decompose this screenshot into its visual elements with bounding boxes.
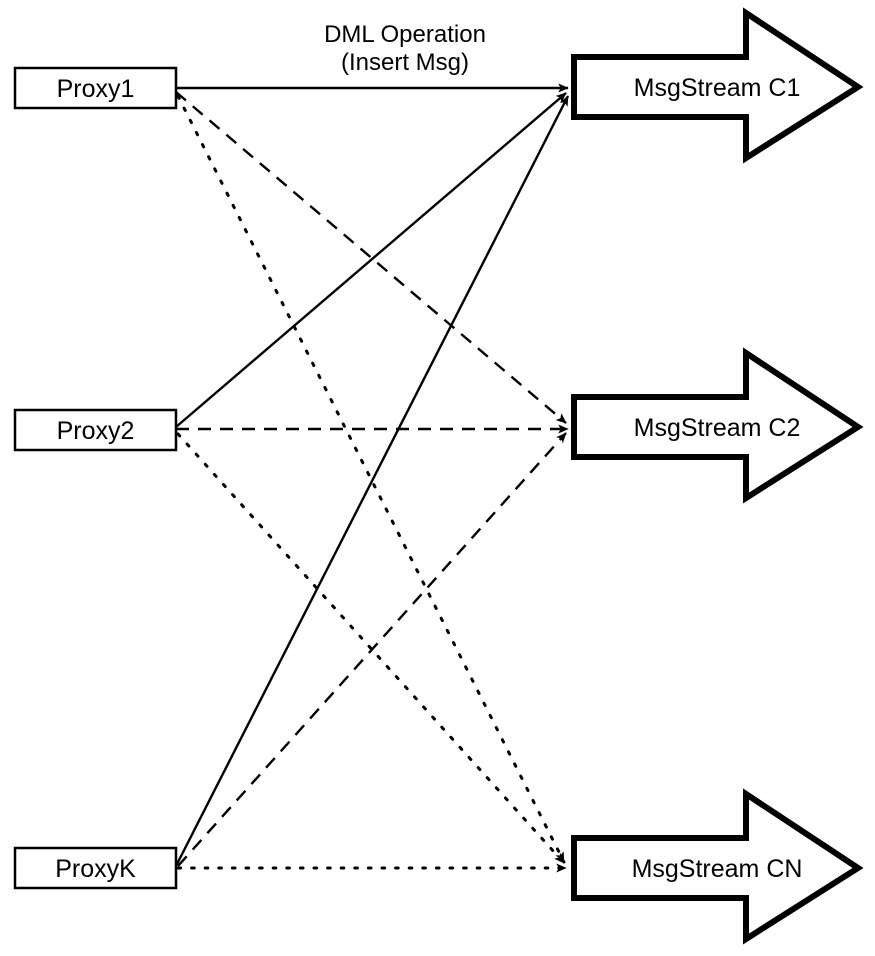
stream-node-c2[interactable]: MsgStream C2 [571, 347, 864, 504]
proxy-box [13, 846, 178, 890]
edge-pk-c2 [177, 432, 567, 867]
edge-line-dashed [175, 91, 567, 424]
proxy-node-proxy2[interactable]: Proxy2 [13, 408, 178, 452]
proxy-label: Proxy2 [57, 417, 135, 445]
proxy-label: Proxy1 [57, 75, 135, 103]
stream-node-c1[interactable]: MsgStream C1 [571, 7, 864, 164]
stream-arrow-shape [571, 788, 864, 945]
edge-p1-c2 [175, 91, 567, 424]
edge-p2-cn [176, 432, 566, 865]
edges-layer [174, 83, 570, 873]
proxy-node-proxy1[interactable]: Proxy1 [13, 66, 178, 110]
edge-caption-group: DML Operation (Insert Msg) [324, 21, 486, 76]
edge-line-solid [174, 95, 570, 867]
edge-line-dotted [176, 432, 566, 865]
edge-pk-c1 [174, 95, 570, 867]
proxy-box [13, 66, 178, 110]
edge-line-dashed [177, 432, 567, 867]
proxy-label: ProxyK [55, 855, 136, 883]
edge-line-solid [175, 92, 567, 428]
proxy-node-proxyK[interactable]: ProxyK [13, 846, 178, 890]
stream-label: MsgStream C1 [634, 74, 801, 102]
stream-arrow-shape [571, 347, 864, 504]
stream-arrow-shape [571, 7, 864, 164]
proxy-box [13, 408, 178, 452]
streams-layer: MsgStream C1 MsgStream C2 MsgStream CN [571, 7, 864, 945]
stream-node-cn[interactable]: MsgStream CN [571, 788, 864, 945]
edge-p2-c1 [175, 92, 567, 428]
edge-caption-line-2: (Insert Msg) [341, 49, 469, 76]
stream-label: MsgStream CN [632, 855, 803, 883]
stream-label: MsgStream C2 [634, 414, 801, 442]
edge-caption-line-1: DML Operation [324, 21, 486, 48]
